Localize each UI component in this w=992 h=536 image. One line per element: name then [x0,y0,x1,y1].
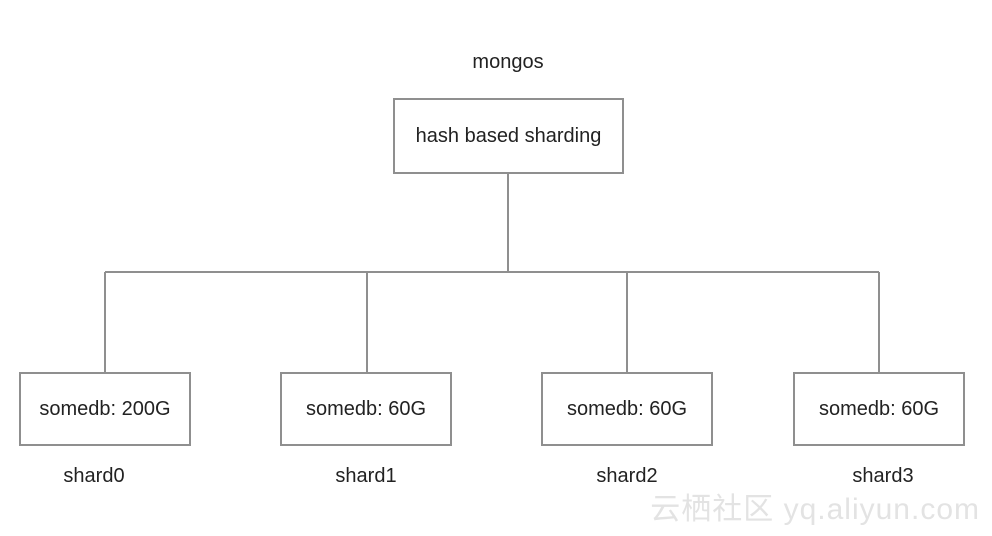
site-watermark: 云栖社区 yq.aliyun.com [650,493,980,526]
hash-based-sharding-box: hash based sharding [393,98,624,174]
shard1-label: shard1 [335,465,397,487]
shard0-content: somedb: 200G [39,398,171,420]
shard0-label: shard0 [63,465,125,487]
shard1-content: somedb: 60G [305,398,427,420]
shard2-label: shard2 [596,465,658,487]
hash-based-sharding-text: hash based sharding [415,125,602,147]
shard1-box: somedb: 60G [280,372,452,446]
shard2-box: somedb: 60G [541,372,713,446]
shard2-content: somedb: 60G [566,398,688,420]
shard3-box: somedb: 60G [793,372,965,446]
shard3-label: shard3 [852,465,914,487]
mongos-label: mongos [472,51,544,73]
shard3-content: somedb: 60G [818,398,940,420]
shard0-box: somedb: 200G [19,372,191,446]
